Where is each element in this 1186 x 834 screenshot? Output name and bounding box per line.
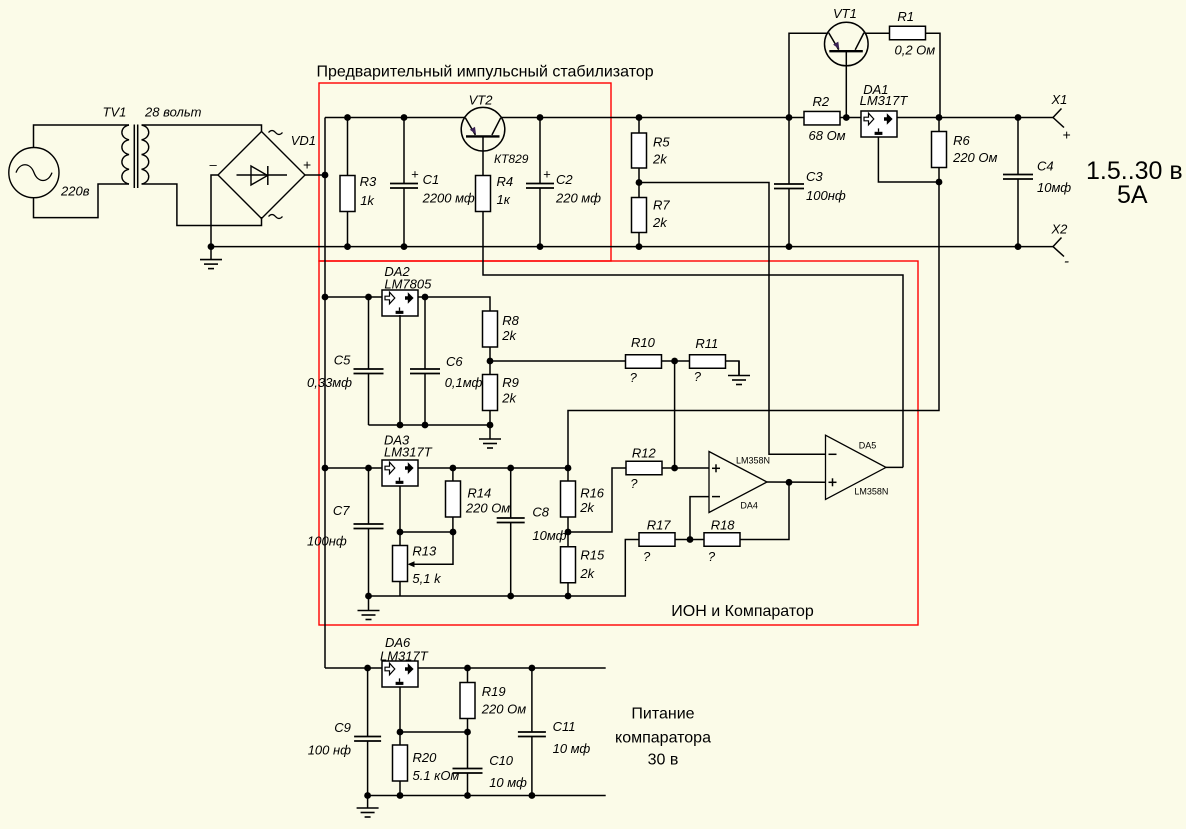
svg-text:2k: 2k <box>501 328 517 343</box>
svg-text:220 Ом: 220 Ом <box>481 702 526 717</box>
svg-text:-: - <box>1064 253 1069 270</box>
svg-text:КТ829: КТ829 <box>494 152 529 166</box>
svg-text:220 мф: 220 мф <box>555 191 601 206</box>
svg-text:компаратора: компаратора <box>615 730 711 747</box>
svg-text:+: + <box>543 167 551 182</box>
svg-text:0,1мф: 0,1мф <box>445 375 483 390</box>
svg-text:0,2 Ом: 0,2 Ом <box>895 42 936 57</box>
svg-text:X2: X2 <box>1051 221 1069 236</box>
svg-text:R4: R4 <box>497 174 514 189</box>
svg-text:Предварительный импульсный ста: Предварительный импульсный стабилизатор <box>317 63 654 80</box>
svg-text:?: ? <box>708 549 716 564</box>
svg-text:R2: R2 <box>813 94 830 109</box>
svg-text:220в: 220в <box>60 184 90 199</box>
svg-text:C3: C3 <box>806 169 823 184</box>
svg-text:R10: R10 <box>631 335 656 350</box>
svg-text:VT1: VT1 <box>833 6 857 21</box>
svg-text:DA5: DA5 <box>859 440 877 450</box>
svg-text:DA3: DA3 <box>384 432 410 447</box>
svg-text:DA6: DA6 <box>385 635 411 650</box>
svg-text:R12: R12 <box>632 446 657 461</box>
svg-text:R11: R11 <box>695 336 718 351</box>
svg-text:5.1 кОм: 5.1 кОм <box>413 768 460 783</box>
svg-text:220 Ом: 220 Ом <box>952 150 997 165</box>
svg-text:30 в: 30 в <box>648 752 679 769</box>
svg-text:220 Ом: 220 Ом <box>465 501 510 516</box>
svg-text:+: + <box>411 167 419 182</box>
svg-text:DA4: DA4 <box>740 501 758 511</box>
svg-text:R14: R14 <box>467 486 491 501</box>
svg-text:1к: 1к <box>497 192 511 207</box>
svg-text:+: + <box>303 157 311 173</box>
svg-text:100нф: 100нф <box>307 534 347 549</box>
svg-text:R15: R15 <box>580 548 605 563</box>
svg-text:LM317T: LM317T <box>384 445 433 460</box>
svg-text:2k: 2k <box>579 500 595 515</box>
svg-text:LM358N: LM358N <box>854 486 888 496</box>
svg-text:?: ? <box>643 549 651 564</box>
svg-text:?: ? <box>630 476 638 491</box>
svg-text:R7: R7 <box>653 198 670 213</box>
svg-text:R16: R16 <box>580 486 605 501</box>
svg-text:R6: R6 <box>953 133 970 148</box>
svg-text:C4: C4 <box>1037 159 1054 174</box>
svg-text:?: ? <box>694 369 702 384</box>
svg-text:0,33мф: 0,33мф <box>307 375 352 390</box>
svg-text:LM7805: LM7805 <box>384 277 432 292</box>
svg-text:2200 мф: 2200 мф <box>422 191 475 206</box>
svg-text:28 вольт: 28 вольт <box>144 105 202 120</box>
svg-text:68 Ом: 68 Ом <box>809 128 846 143</box>
svg-text:C9: C9 <box>334 720 351 735</box>
svg-text:C2: C2 <box>556 172 573 187</box>
svg-text:C11: C11 <box>553 719 576 734</box>
svg-text:X1: X1 <box>1051 92 1068 107</box>
svg-text:C10: C10 <box>489 753 514 768</box>
svg-text:DA2: DA2 <box>384 264 410 279</box>
svg-text:C7: C7 <box>333 503 350 518</box>
svg-text:C8: C8 <box>532 505 549 520</box>
svg-text:5А: 5А <box>1117 181 1148 209</box>
svg-text:LM317T: LM317T <box>860 93 909 108</box>
svg-text:10мф: 10мф <box>532 528 566 543</box>
svg-text:LM317T: LM317T <box>380 649 429 664</box>
svg-text:C5: C5 <box>334 353 351 368</box>
svg-text:R9: R9 <box>502 375 519 390</box>
svg-text:VD1: VD1 <box>291 133 316 148</box>
svg-text:10 мф: 10 мф <box>489 775 527 790</box>
svg-text:100 нф: 100 нф <box>308 743 351 758</box>
svg-text:10мф: 10мф <box>1037 180 1071 195</box>
svg-text:R13: R13 <box>412 544 437 559</box>
svg-text:?: ? <box>630 370 638 385</box>
svg-text:2k: 2k <box>652 215 668 230</box>
svg-text:2k: 2k <box>652 152 668 167</box>
svg-text:R3: R3 <box>360 174 377 189</box>
svg-text:R20: R20 <box>413 750 438 765</box>
svg-text:R5: R5 <box>653 135 670 150</box>
svg-text:R1: R1 <box>897 9 914 24</box>
svg-text:R8: R8 <box>502 313 519 328</box>
svg-text:LM358N: LM358N <box>736 456 770 466</box>
svg-text:+: + <box>1062 127 1070 143</box>
svg-text:R17: R17 <box>647 518 672 533</box>
svg-text:100нф: 100нф <box>806 188 846 203</box>
svg-text:1.5..30 в: 1.5..30 в <box>1086 157 1183 185</box>
svg-text:DA1: DA1 <box>863 82 888 97</box>
svg-text:C1: C1 <box>423 172 440 187</box>
svg-text:C6: C6 <box>446 354 463 369</box>
svg-text:5,1 k: 5,1 k <box>412 571 442 586</box>
svg-text:R18: R18 <box>711 518 736 533</box>
svg-text:10 мф: 10 мф <box>553 741 591 756</box>
svg-text:TV1: TV1 <box>103 105 127 120</box>
svg-text:2k: 2k <box>501 391 517 406</box>
svg-text:Питание: Питание <box>631 706 694 723</box>
svg-text:1k: 1k <box>360 193 375 208</box>
svg-text:R19: R19 <box>482 684 506 699</box>
svg-text:–: – <box>210 157 218 172</box>
svg-text:2k: 2k <box>579 566 595 581</box>
svg-text:VT2: VT2 <box>469 93 494 108</box>
svg-text:ИОН и Компаратор: ИОН и Компаратор <box>671 603 814 620</box>
